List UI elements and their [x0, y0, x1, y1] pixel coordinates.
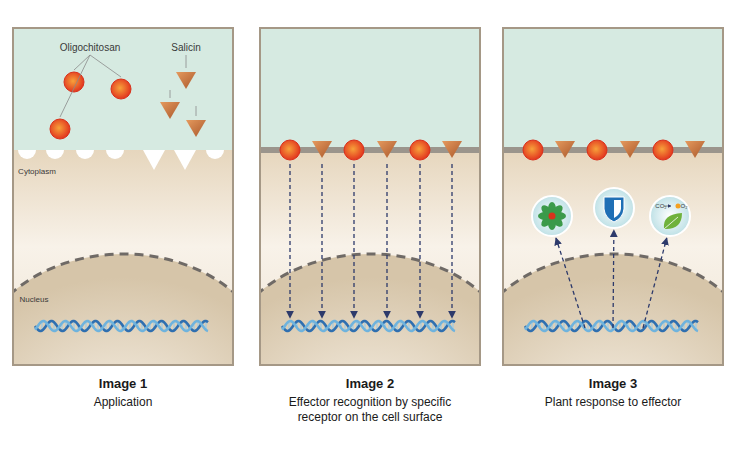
panel-caption: Image 2 Effector recognition by specific … [260, 376, 480, 425]
nucleus [13, 254, 233, 365]
caption-text: Effector recognition by specific recepto… [270, 395, 470, 425]
dna-strand [35, 321, 208, 331]
salicin-molecule [176, 72, 196, 89]
panel-caption: Image 1 Application [13, 376, 233, 410]
dna-strand [282, 321, 455, 331]
caption-heading: Image 2 [260, 376, 480, 392]
oligochitosan-molecule [587, 140, 607, 160]
signal-arrow [289, 164, 290, 318]
signal-arrow [353, 164, 354, 318]
caption-text: Plant response to effector [513, 395, 713, 410]
dna-strand [282, 321, 455, 331]
cell-panel [220, 28, 520, 463]
panel-frame [13, 28, 233, 365]
salicin-molecule [377, 141, 397, 158]
molecule-label: Salicin [171, 42, 200, 53]
response-arrow [556, 238, 585, 328]
salicin-molecule [620, 141, 640, 158]
oligochitosan-molecule [64, 72, 84, 92]
molecule-label: Oligochitosan [60, 42, 121, 53]
oligochitosan-molecule [344, 140, 364, 160]
dna-strand [525, 321, 698, 331]
dna-strand [525, 321, 698, 331]
formula-label: CO₂ [655, 203, 666, 209]
salicin-molecule [186, 120, 206, 137]
dna-strand [35, 321, 208, 331]
cell-panel [0, 28, 273, 463]
oligochitosan-molecule [111, 79, 131, 99]
leaf-symbol [664, 213, 682, 229]
signal-arrow [321, 164, 322, 318]
response-arrow [643, 238, 667, 328]
signal-arrow [419, 164, 420, 318]
response-icon [650, 196, 690, 236]
shield-symbol [604, 197, 624, 222]
oligochitosan-molecule [410, 140, 430, 160]
region-label: Cytoplasm [18, 167, 56, 176]
signal-arrow [386, 164, 387, 318]
cell-panel [463, 28, 736, 463]
panel-frame [260, 28, 480, 365]
salicin-molecule [685, 141, 705, 158]
response-icon [594, 188, 634, 228]
response-arrow [612, 230, 614, 328]
panel-frame [503, 28, 723, 365]
caption-heading: Image 3 [503, 376, 723, 392]
nucleus [260, 254, 480, 365]
salicin-molecule [160, 102, 180, 119]
oligochitosan-molecule [523, 140, 543, 160]
salicin-molecule [442, 141, 462, 158]
panel-caption: Image 3 Plant response to effector [503, 376, 723, 410]
caption-heading: Image 1 [13, 376, 233, 392]
formula-label: O₂ [681, 203, 688, 209]
response-icon [532, 196, 572, 236]
oligochitosan-molecule [653, 140, 673, 160]
salicin-molecule [555, 141, 575, 158]
caption-text: Application [23, 395, 223, 410]
region-label: Nucleus [20, 295, 49, 304]
oligochitosan-molecule [50, 119, 70, 139]
signal-arrow [451, 164, 452, 318]
oligochitosan-molecule [280, 140, 300, 160]
salicin-molecule [312, 141, 332, 158]
